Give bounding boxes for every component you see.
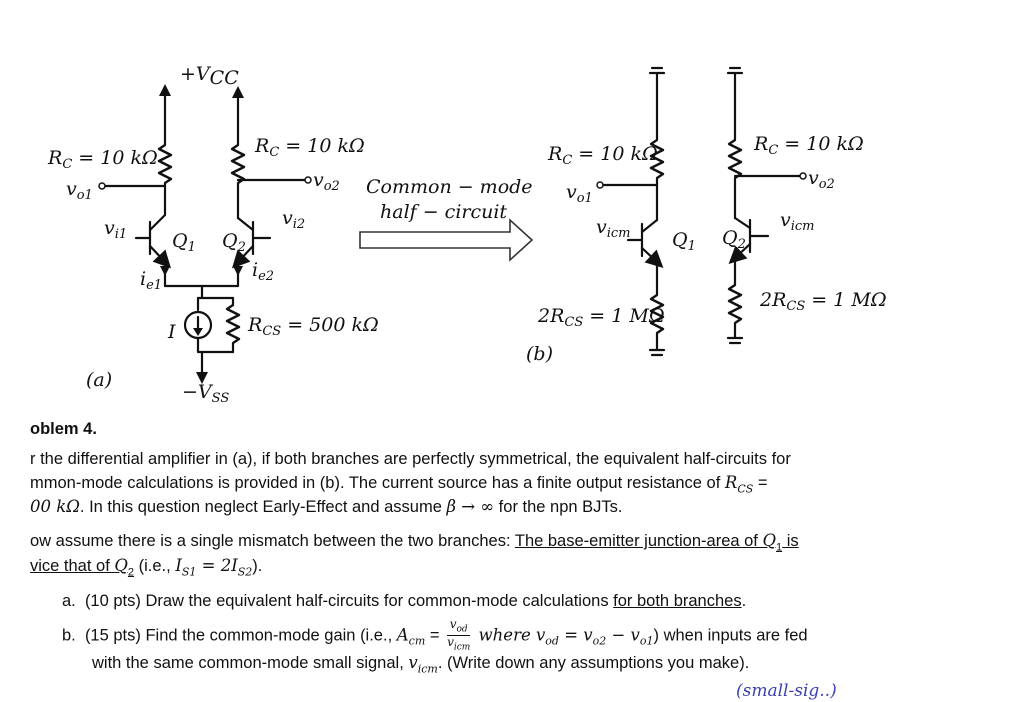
question-b: b. (15 pts) Find the common-mode gain (i… — [62, 617, 808, 653]
p1-line1: r the differential amplifier in (a), if … — [30, 450, 791, 468]
question-b-line2: with the same common-mode small signal, … — [92, 653, 750, 676]
handwritten-note: (small-sig..) — [736, 681, 837, 701]
q2-label: Q2 — [222, 230, 246, 255]
question-a: a. (10 pts) Draw the equivalent half-cir… — [62, 592, 747, 610]
p1-line2: mmon-mode calculations is provided in (b… — [30, 473, 768, 496]
rcs-b-right-resistor — [727, 284, 743, 324]
arrow-line2: half − circuit — [380, 201, 507, 223]
rc-left-label: RC = 10 kΩ — [47, 147, 158, 172]
vi2-label: vi2 — [282, 207, 305, 232]
arrow-line1: Common − mode — [366, 176, 533, 198]
figure-b-right: RC = 10 kΩ vo2 vicm Q2 2RCS = 1 MΩ — [722, 66, 887, 345]
q1-label: Q1 — [172, 230, 196, 255]
figure-a-label: (a) — [86, 369, 112, 391]
q2-b-label: Q2 — [722, 227, 746, 252]
rc-b-right-resistor — [727, 139, 743, 179]
p2-line1: ow assume there is a single mismatch bet… — [30, 531, 799, 554]
rc-b-left-label: RC = 10 kΩ — [547, 143, 658, 168]
vss-label: −VSS — [182, 381, 229, 406]
common-mode-arrow: Common − mode half − circuit — [359, 176, 534, 262]
rcs-resistor — [225, 304, 241, 344]
figure-a: +VCC RC = 10 kΩ vo1 RC = 10 kΩ vo2 vi1 Q… — [47, 63, 379, 406]
rc-right-resistor — [230, 144, 246, 184]
vcc-label: +VCC — [180, 63, 239, 89]
circuit-figure: +VCC RC = 10 kΩ vo1 RC = 10 kΩ vo2 vi1 Q… — [47, 63, 887, 406]
rcs-b-left-label: 2RCS = 1 MΩ — [537, 305, 665, 330]
vi1-label: vi1 — [104, 217, 127, 242]
q2-b-transistor — [728, 216, 770, 265]
rc-left-resistor — [157, 144, 173, 184]
rc-b-right-label: RC = 10 kΩ — [753, 133, 864, 158]
vicm-b-right-label: vicm — [780, 209, 815, 234]
rc-right-label: RC = 10 kΩ — [254, 135, 365, 160]
p2-line2: vice that of Q2 (i.e., IS1 = 2IS2). — [30, 556, 263, 579]
current-source-label: I — [167, 321, 176, 343]
vo1-b-label: vo1 — [566, 181, 593, 206]
q1-transistor — [134, 213, 172, 269]
q1-b-transistor — [626, 218, 664, 269]
vo1-label: vo1 — [66, 178, 93, 203]
ie1-label: ie1 — [140, 268, 162, 293]
p1-line3: 00 kΩ. In this question neglect Early-Ef… — [30, 497, 623, 516]
vicm-b-left-label: vicm — [596, 216, 631, 241]
rcs-b-left-resistor — [649, 294, 665, 334]
rc-b-left-resistor — [649, 139, 665, 179]
vo2-b-label: vo2 — [808, 167, 835, 192]
q2-transistor — [231, 216, 272, 269]
problem-heading: oblem 4. — [30, 420, 97, 438]
figure-b-label: (b) — [526, 343, 553, 365]
figure-b-left: RC = 10 kΩ vo1 vicm Q1 2RCS = 1 MΩ (b) — [526, 66, 696, 365]
rcs-b-right-label: 2RCS = 1 MΩ — [759, 289, 887, 314]
ie2-label: ie2 — [252, 259, 274, 284]
rcs-label: RCS = 500 kΩ — [247, 314, 379, 339]
q1-b-label: Q1 — [672, 229, 696, 254]
vo2-label: vo2 — [313, 169, 340, 194]
